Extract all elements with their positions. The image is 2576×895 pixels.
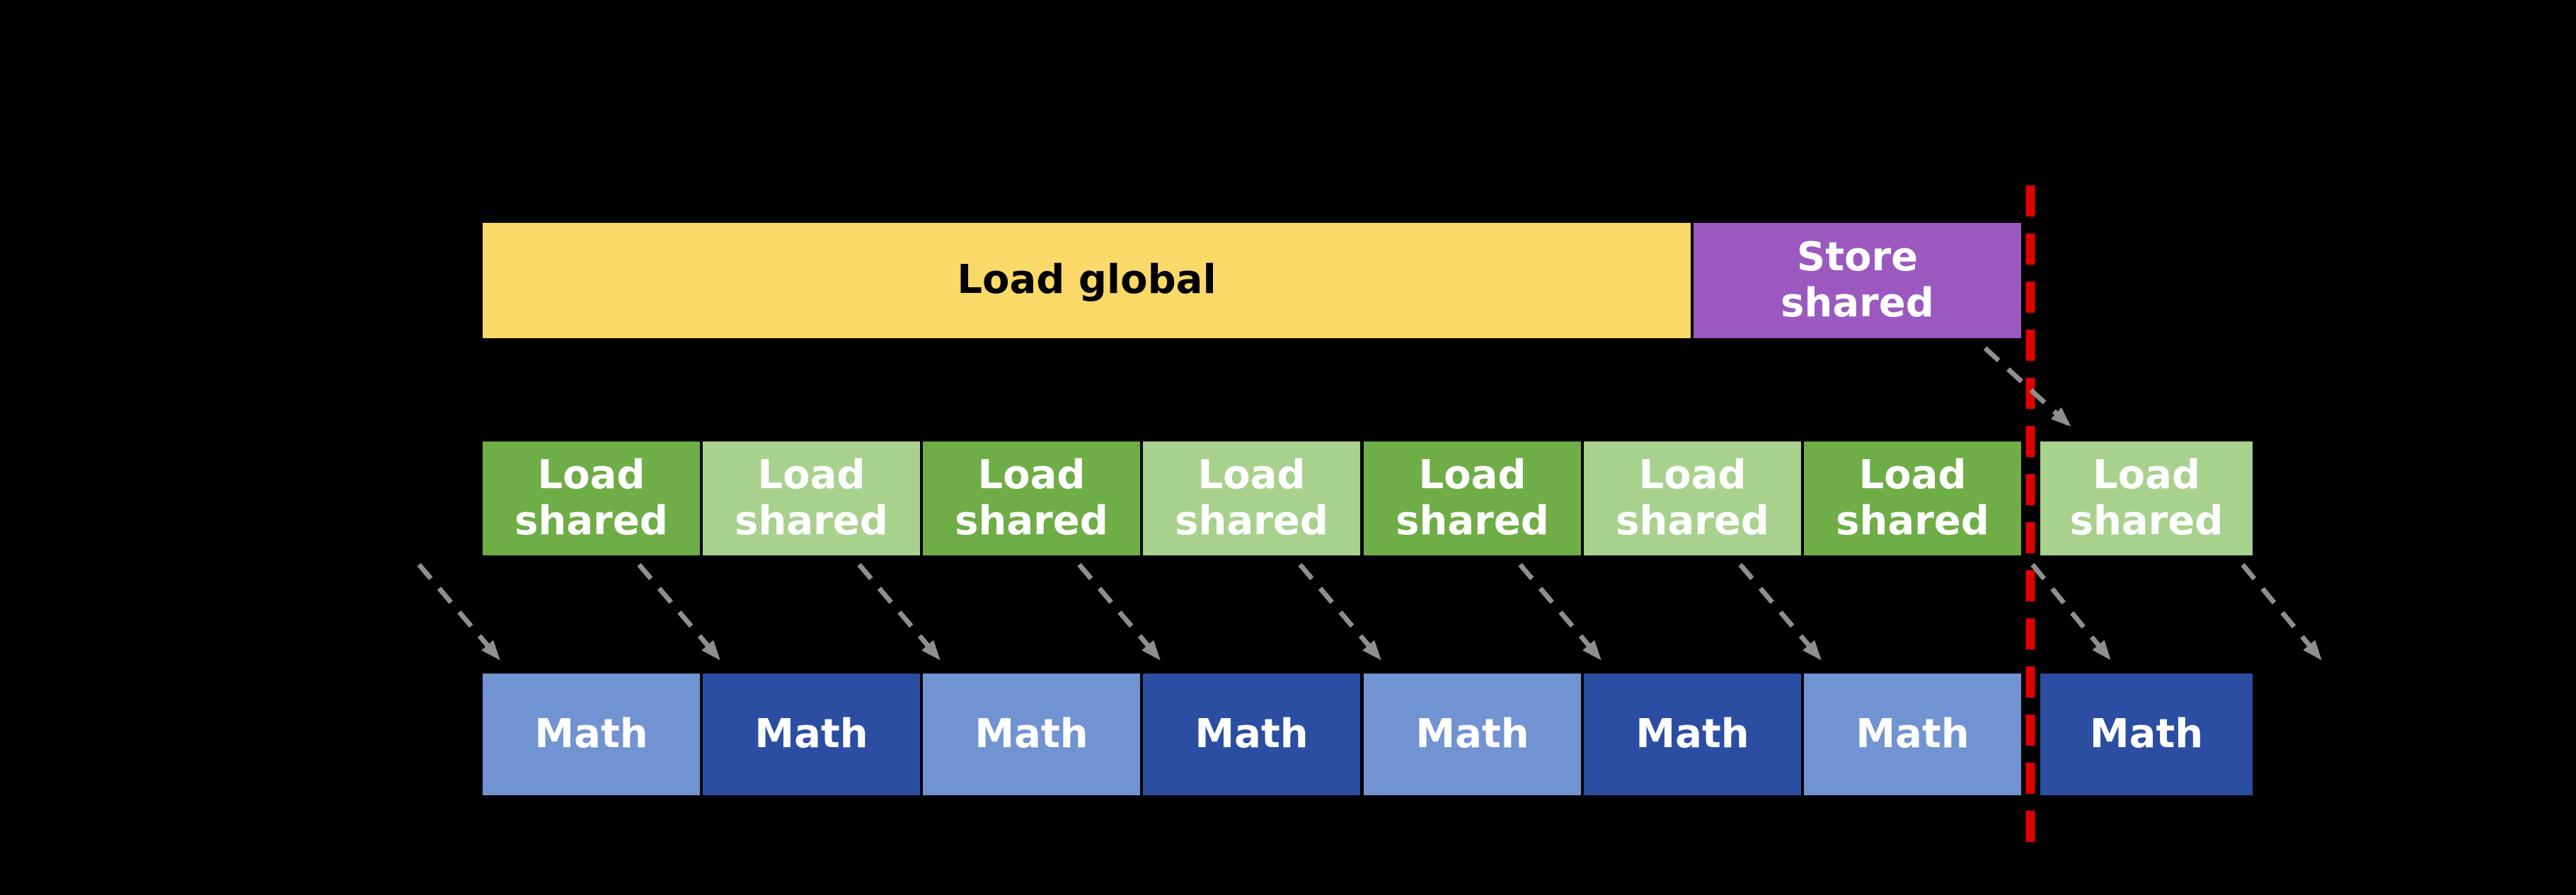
load-shared-box-5: Load shared xyxy=(1362,440,1582,557)
load-global-label: Load global xyxy=(957,257,1217,304)
store-shared-label-line2: shared xyxy=(1781,279,1934,326)
math-label: Math xyxy=(974,710,1088,757)
load-to-math-arrow-1 xyxy=(417,562,500,661)
load-shared-box-3: Load shared xyxy=(921,440,1142,557)
math-label: Math xyxy=(1415,710,1529,757)
load-shared-label-line2: shared xyxy=(1836,497,1989,544)
load-shared-label-line1: Load xyxy=(1858,452,1967,499)
load-shared-label-line2: shared xyxy=(514,497,668,544)
math-box-6: Math xyxy=(1582,672,1802,797)
load-shared-box-1: Load shared xyxy=(481,440,701,557)
load-shared-label-line1: Load xyxy=(977,452,1086,499)
load-shared-label-line1: Load xyxy=(1418,452,1526,499)
math-box-8: Math xyxy=(2039,672,2254,797)
load-to-math-arrow-8 xyxy=(2030,562,2111,661)
math-box-5: Math xyxy=(1362,672,1582,797)
load-shared-label-line1: Load xyxy=(2092,452,2201,499)
load-shared-label-line2: shared xyxy=(735,497,888,544)
load-shared-label-line2: shared xyxy=(955,497,1108,544)
math-box-1: Math xyxy=(481,672,701,797)
load-shared-box-6: Load shared xyxy=(1582,440,1802,557)
load-global-box: Load global xyxy=(481,221,1692,340)
math-label: Math xyxy=(2089,710,2204,757)
load-to-math-arrow-6 xyxy=(1518,562,1602,661)
load-to-math-arrow-7 xyxy=(1738,562,1822,661)
math-label: Math xyxy=(1856,710,1970,757)
load-to-math-arrow-3 xyxy=(857,562,941,661)
math-box-2: Math xyxy=(701,672,921,797)
math-label: Math xyxy=(1635,710,1749,757)
store-shared-label-line1: Store xyxy=(1796,234,1919,281)
load-shared-label-line1: Load xyxy=(1197,452,1306,499)
math-box-3: Math xyxy=(921,672,1142,797)
math-label: Math xyxy=(1195,710,1309,757)
math-label: Math xyxy=(534,710,648,757)
load-shared-label-line2: shared xyxy=(1396,497,1549,544)
math-box-4: Math xyxy=(1142,672,1362,797)
load-to-math-arrow-5 xyxy=(1298,562,1381,661)
load-shared-box-7: Load shared xyxy=(1802,440,2023,557)
load-shared-label-line2: shared xyxy=(2069,497,2224,544)
math-box-7: Math xyxy=(1802,672,2023,797)
load-shared-label-line2: shared xyxy=(1616,497,1769,544)
load-shared-label-line1: Load xyxy=(757,452,866,499)
load-shared-box-2: Load shared xyxy=(701,440,921,557)
next-iteration-arrow xyxy=(2241,562,2322,661)
load-to-math-arrow-4 xyxy=(1077,562,1161,661)
load-shared-label-line1: Load xyxy=(1638,452,1747,499)
load-shared-box-4: Load shared xyxy=(1142,440,1362,557)
load-shared-label-line2: shared xyxy=(1175,497,1328,544)
load-shared-box-8: Load shared xyxy=(2039,440,2254,557)
store-shared-box: Store shared xyxy=(1692,221,2023,340)
math-label: Math xyxy=(754,710,868,757)
load-to-math-arrow-2 xyxy=(637,562,720,661)
load-shared-label-line1: Load xyxy=(537,452,645,499)
store-to-load-arrow xyxy=(1983,346,2071,427)
